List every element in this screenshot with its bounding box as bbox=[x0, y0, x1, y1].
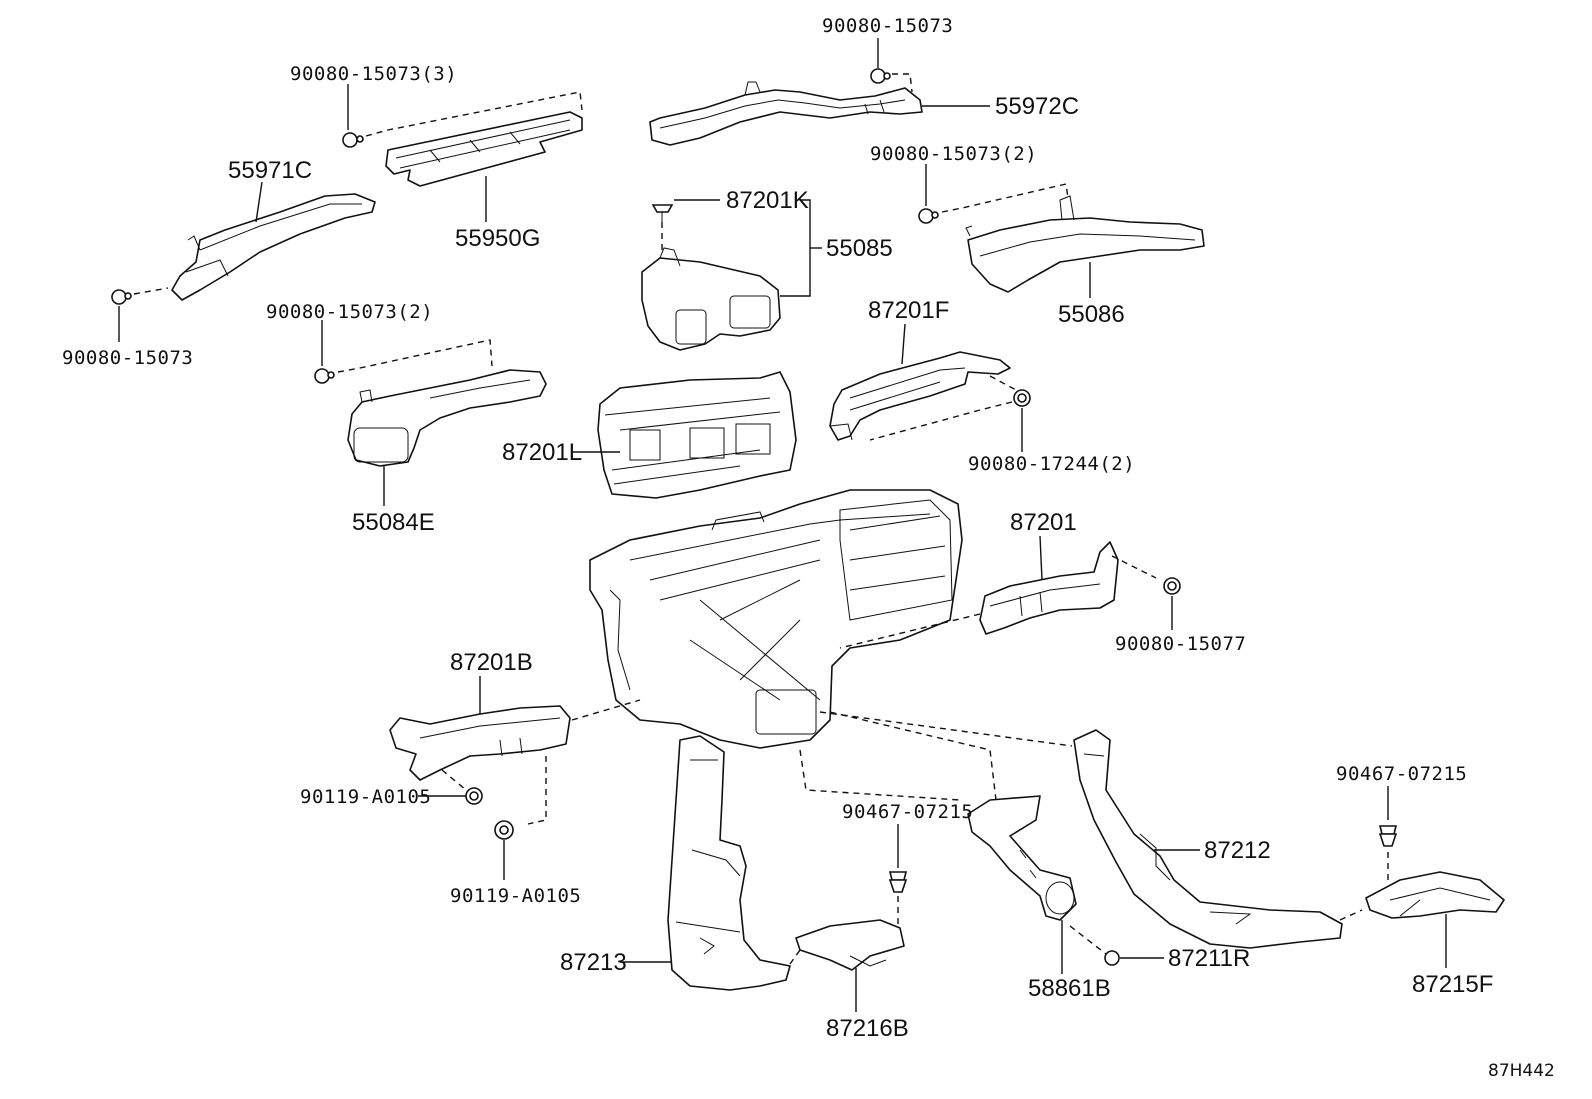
label-55085: 55085 bbox=[826, 235, 893, 262]
label-90467-07215-right: 90467-07215 bbox=[1336, 763, 1467, 785]
bolt-87201f[interactable] bbox=[1013, 389, 1031, 407]
label-90080-15073-top: 90080-15073 bbox=[822, 15, 953, 37]
bolt-55950g[interactable] bbox=[342, 132, 364, 148]
label-90467-07215-mid: 90467-07215 bbox=[842, 801, 973, 823]
label-87211r: 87211R bbox=[1168, 945, 1250, 972]
part-55084e[interactable] bbox=[347, 369, 547, 467]
label-90080-17244-2: 90080-17244(2) bbox=[968, 453, 1135, 475]
bolt-90119-b[interactable] bbox=[494, 820, 514, 840]
label-90080-15077: 90080-15077 bbox=[1115, 633, 1246, 655]
label-55086: 55086 bbox=[1058, 301, 1125, 328]
bolt-55971c[interactable] bbox=[111, 289, 132, 305]
bolt-top[interactable] bbox=[870, 68, 891, 84]
part-55950g[interactable] bbox=[385, 111, 583, 187]
part-87201f[interactable] bbox=[829, 351, 1011, 441]
label-87213: 87213 bbox=[560, 949, 627, 976]
clip-87201k[interactable] bbox=[651, 204, 674, 222]
label-55084e: 55084E bbox=[352, 509, 435, 536]
part-87201l[interactable] bbox=[597, 371, 797, 499]
part-55972c[interactable] bbox=[649, 81, 923, 146]
bolt-55084e[interactable] bbox=[314, 368, 335, 384]
label-87201f: 87201F bbox=[868, 297, 949, 324]
label-90080-15073-2-right: 90080-15073(2) bbox=[870, 143, 1037, 165]
label-87201k: 87201K bbox=[726, 187, 809, 214]
label-90119-a0105-b: 90119-A0105 bbox=[450, 885, 581, 907]
label-90080-15073-left: 90080-15073 bbox=[62, 347, 193, 369]
label-87216b: 87216B bbox=[826, 1015, 909, 1042]
label-87215f: 87215F bbox=[1412, 971, 1493, 998]
label-87201: 87201 bbox=[1010, 509, 1077, 536]
part-55085[interactable] bbox=[641, 247, 781, 351]
part-87213[interactable] bbox=[667, 735, 791, 991]
part-87201[interactable] bbox=[979, 541, 1119, 635]
part-87201b[interactable] bbox=[389, 705, 571, 781]
label-87201b: 87201B bbox=[450, 649, 533, 676]
label-87201l: 87201L bbox=[502, 439, 582, 466]
clip-90467-mid[interactable] bbox=[888, 871, 908, 893]
bolt-87201[interactable] bbox=[1163, 577, 1181, 595]
label-90080-15073-3: 90080-15073(3) bbox=[290, 63, 457, 85]
part-87216b[interactable] bbox=[795, 919, 905, 971]
label-87212: 87212 bbox=[1204, 837, 1271, 864]
label-55972c: 55972C bbox=[995, 93, 1079, 120]
part-55086[interactable] bbox=[965, 195, 1205, 293]
part-87212[interactable] bbox=[1073, 729, 1343, 949]
label-90119-a0105-a: 90119-A0105 bbox=[300, 786, 431, 808]
bolt-55086[interactable] bbox=[918, 208, 939, 224]
label-58861b: 58861B bbox=[1028, 975, 1111, 1002]
bolt-90119-a[interactable] bbox=[465, 787, 483, 805]
label-90080-15073-2-left: 90080-15073(2) bbox=[266, 301, 433, 323]
hvac-unit[interactable] bbox=[589, 489, 963, 749]
diagram-code: 87H442 bbox=[1488, 1061, 1555, 1081]
clip-90467-right[interactable] bbox=[1378, 825, 1398, 847]
part-87215f[interactable] bbox=[1365, 871, 1505, 919]
part-55971c[interactable] bbox=[171, 193, 376, 301]
label-55950g: 55950G bbox=[455, 225, 540, 252]
label-55971c: 55971C bbox=[228, 157, 312, 184]
part-58861b[interactable] bbox=[967, 795, 1077, 921]
clip-87211r[interactable] bbox=[1104, 950, 1120, 966]
